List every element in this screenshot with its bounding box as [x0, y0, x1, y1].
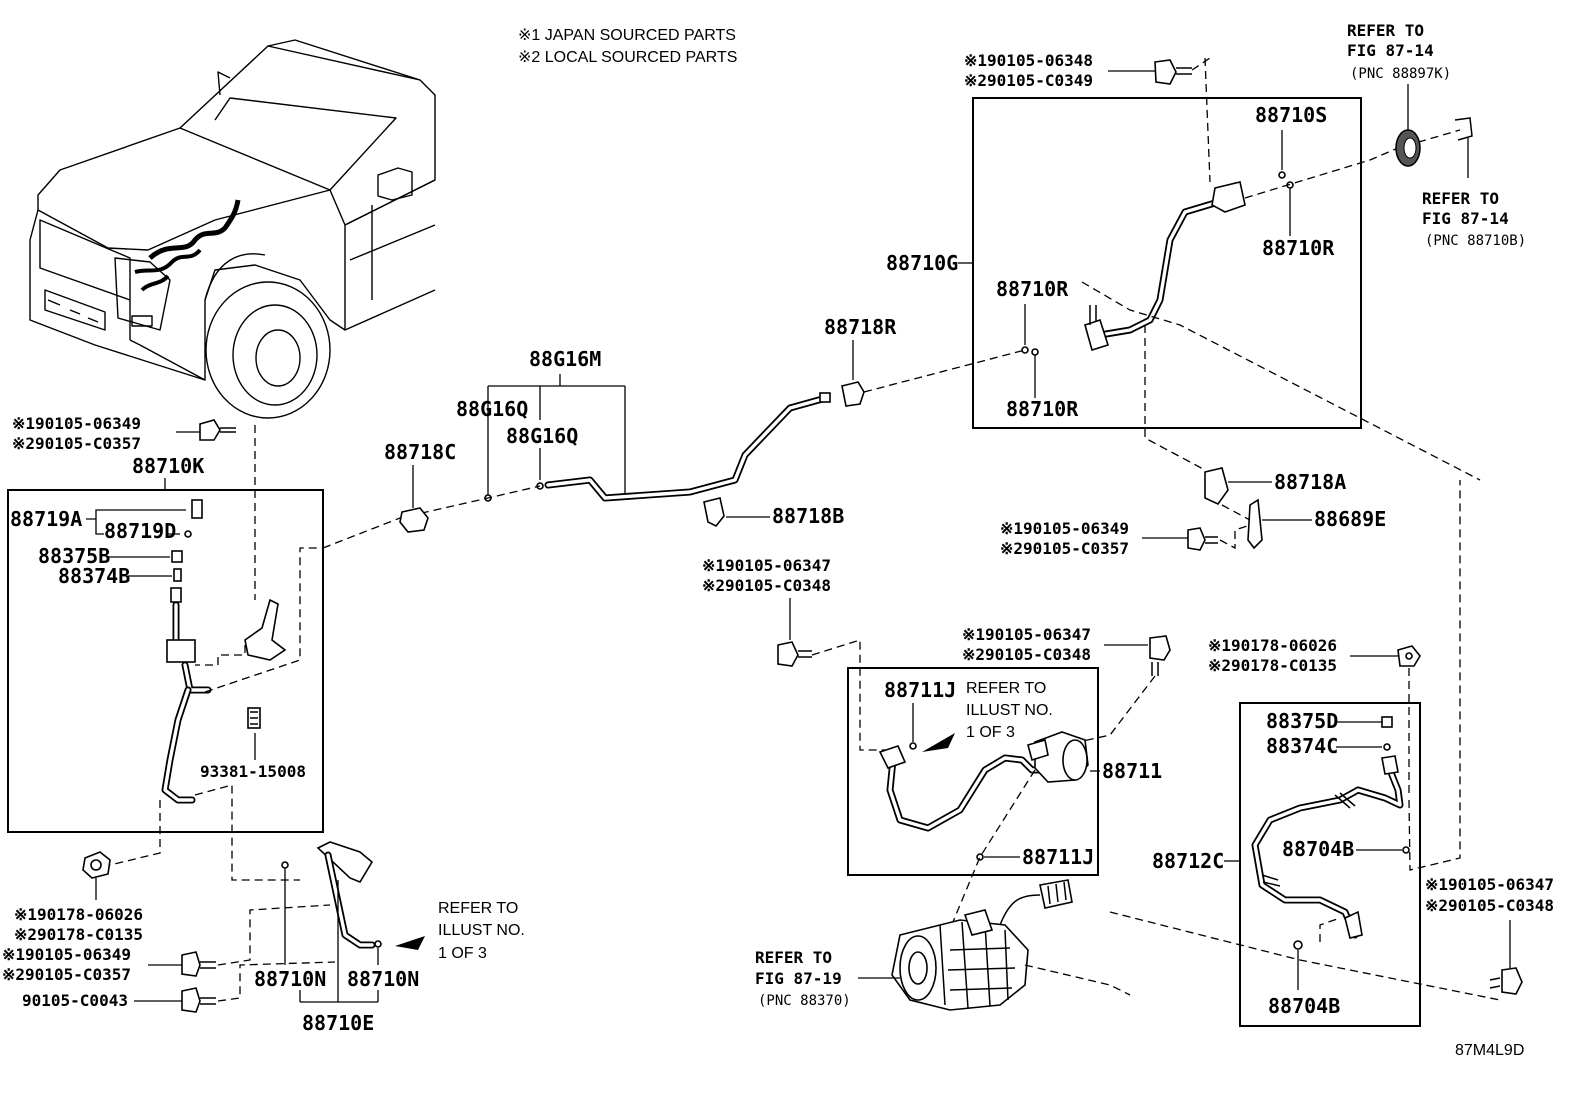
- bolt-90105-c0043: [181, 987, 216, 1013]
- label-88719a: 88719A: [10, 507, 82, 531]
- vehicle-illustration: [29, 39, 436, 419]
- clamp-88718c: [399, 507, 429, 533]
- label-88719d: 88719D: [104, 519, 176, 543]
- ref-illust-bottom-3: 1 OF 3: [438, 945, 487, 962]
- bolt-b6-line2: ※290178-C0135: [14, 925, 143, 944]
- bolt-b3: [181, 951, 216, 977]
- bolt-b1-line2: ※290105-C0349: [964, 71, 1093, 90]
- pipe-88710g: [1084, 181, 1246, 352]
- label-88711j-a: 88711J: [884, 678, 956, 702]
- ref-illust-mid-1: REFER TO: [966, 680, 1046, 697]
- note-japan-sourced: ※1 JAPAN SOURCED PARTS: [518, 27, 736, 44]
- label-90105-c0043: 90105-C0043: [22, 991, 128, 1010]
- pressure-switch-assembly: [161, 499, 287, 804]
- ref-top-right-b-3: (PNC 88710B): [1425, 233, 1526, 249]
- nut-b6: [82, 851, 111, 879]
- label-88718c: 88718C: [384, 440, 456, 464]
- pipe-88g16m: [544, 392, 831, 502]
- label-88710r-b: 88710R: [996, 277, 1069, 301]
- ref-top-right-b-2: FIG 87-14: [1422, 209, 1509, 228]
- box-88712c: [1239, 702, 1421, 1027]
- ref-illust-bottom-1: REFER TO: [438, 900, 518, 917]
- ref-illust-mid-2: ILLUST NO.: [966, 702, 1053, 719]
- bolt-b5-line1: ※190105-06347: [962, 625, 1091, 644]
- bolt-b9: [1489, 967, 1523, 995]
- bolt-b5: [1149, 635, 1171, 676]
- label-88g16q-b: 88G16Q: [506, 424, 578, 448]
- label-88718b: 88718B: [772, 504, 844, 528]
- label-88710n-b: 88710N: [347, 967, 419, 991]
- label-93381-15008: 93381-15008: [200, 762, 306, 781]
- label-88375d: 88375D: [1266, 709, 1338, 733]
- compressor-88370: [891, 879, 1073, 1011]
- label-88g16q-a: 88G16Q: [456, 397, 528, 421]
- nut-b7: [1397, 645, 1421, 667]
- bolt-b7-line2: ※290178-C0135: [1208, 656, 1337, 675]
- ref-compressor-2: FIG 87-19: [755, 969, 842, 988]
- note-local-sourced: ※2 LOCAL SOURCED PARTS: [518, 49, 737, 66]
- bolt-b6-line1: ※190178-06026: [14, 905, 143, 924]
- bracket-88710e: [281, 841, 382, 949]
- label-88710k: 88710K: [132, 454, 204, 478]
- grommet-88897k: [1395, 129, 1421, 167]
- ref-top-right-b-1: REFER TO: [1422, 189, 1499, 208]
- bolt-b2: [199, 419, 236, 441]
- diagram-code: 87M4L9D: [1455, 1042, 1524, 1059]
- label-88718r: 88718R: [824, 315, 897, 339]
- clamp-88718r: [841, 381, 865, 407]
- label-88704b-a: 88704B: [1282, 837, 1354, 861]
- bolt-b2-line2: ※290105-C0357: [12, 434, 141, 453]
- clamp-88718b: [703, 497, 725, 528]
- label-88710r-a: 88710R: [1262, 236, 1335, 260]
- label-88689e: 88689E: [1314, 507, 1386, 531]
- ref-top-right-a-3: (PNC 88897K): [1350, 66, 1451, 82]
- ref-top-right-a-1: REFER TO: [1347, 21, 1424, 40]
- label-88710r-c: 88710R: [1006, 397, 1079, 421]
- bolt-b7-line1: ※190178-06026: [1208, 636, 1337, 655]
- ref-illust-bottom-2: ILLUST NO.: [438, 922, 525, 939]
- bolt-b3-line2: ※290105-C0357: [2, 965, 131, 984]
- label-88710s: 88710S: [1255, 103, 1327, 127]
- bolt-b4-line1: ※190105-06347: [702, 556, 831, 575]
- label-88711j-b: 88711J: [1022, 845, 1094, 869]
- clamp-88718a: [1204, 467, 1229, 506]
- bolt-b2-line1: ※190105-06349: [12, 414, 141, 433]
- hose-88712c: [1251, 755, 1404, 939]
- bolt-b3-line1: ※190105-06349: [2, 945, 131, 964]
- bracket-88689e: [1247, 498, 1263, 550]
- bolt-b1-line1: ※190105-06348: [964, 51, 1093, 70]
- bolt-b9-line2: ※290105-C0348: [1425, 896, 1554, 915]
- label-88374c: 88374C: [1266, 734, 1338, 758]
- label-88374b: 88374B: [58, 564, 130, 588]
- label-88711: 88711: [1102, 759, 1162, 783]
- bolt-b8-line1: ※190105-06349: [1000, 519, 1129, 538]
- label-88710e: 88710E: [302, 1011, 374, 1035]
- bolt-b4-line2: ※290105-C0348: [702, 576, 831, 595]
- ref-illust-mid-3: 1 OF 3: [966, 724, 1015, 741]
- label-88710n-a: 88710N: [254, 967, 326, 991]
- bolt-b4: [777, 641, 812, 667]
- label-88g16m: 88G16M: [529, 347, 601, 371]
- label-88712c: 88712C: [1152, 849, 1224, 873]
- bolt-b9-line1: ※190105-06347: [1425, 875, 1554, 894]
- label-88710g: 88710G: [886, 251, 958, 275]
- label-88704b-b: 88704B: [1268, 994, 1340, 1018]
- label-88718a: 88718A: [1274, 470, 1346, 494]
- label-88375b: 88375B: [38, 544, 110, 568]
- ref-compressor-1: REFER TO: [755, 948, 832, 967]
- ref-top-right-a-2: FIG 87-14: [1347, 41, 1434, 60]
- bolt-b1: [1154, 59, 1192, 85]
- bolt-b5-line2: ※290105-C0348: [962, 645, 1091, 664]
- ref-compressor-3: (PNC 88370): [758, 993, 851, 1009]
- bolt-b8: [1187, 527, 1218, 551]
- hose-88711: [878, 731, 1089, 832]
- bolt-b8-line2: ※290105-C0357: [1000, 539, 1129, 558]
